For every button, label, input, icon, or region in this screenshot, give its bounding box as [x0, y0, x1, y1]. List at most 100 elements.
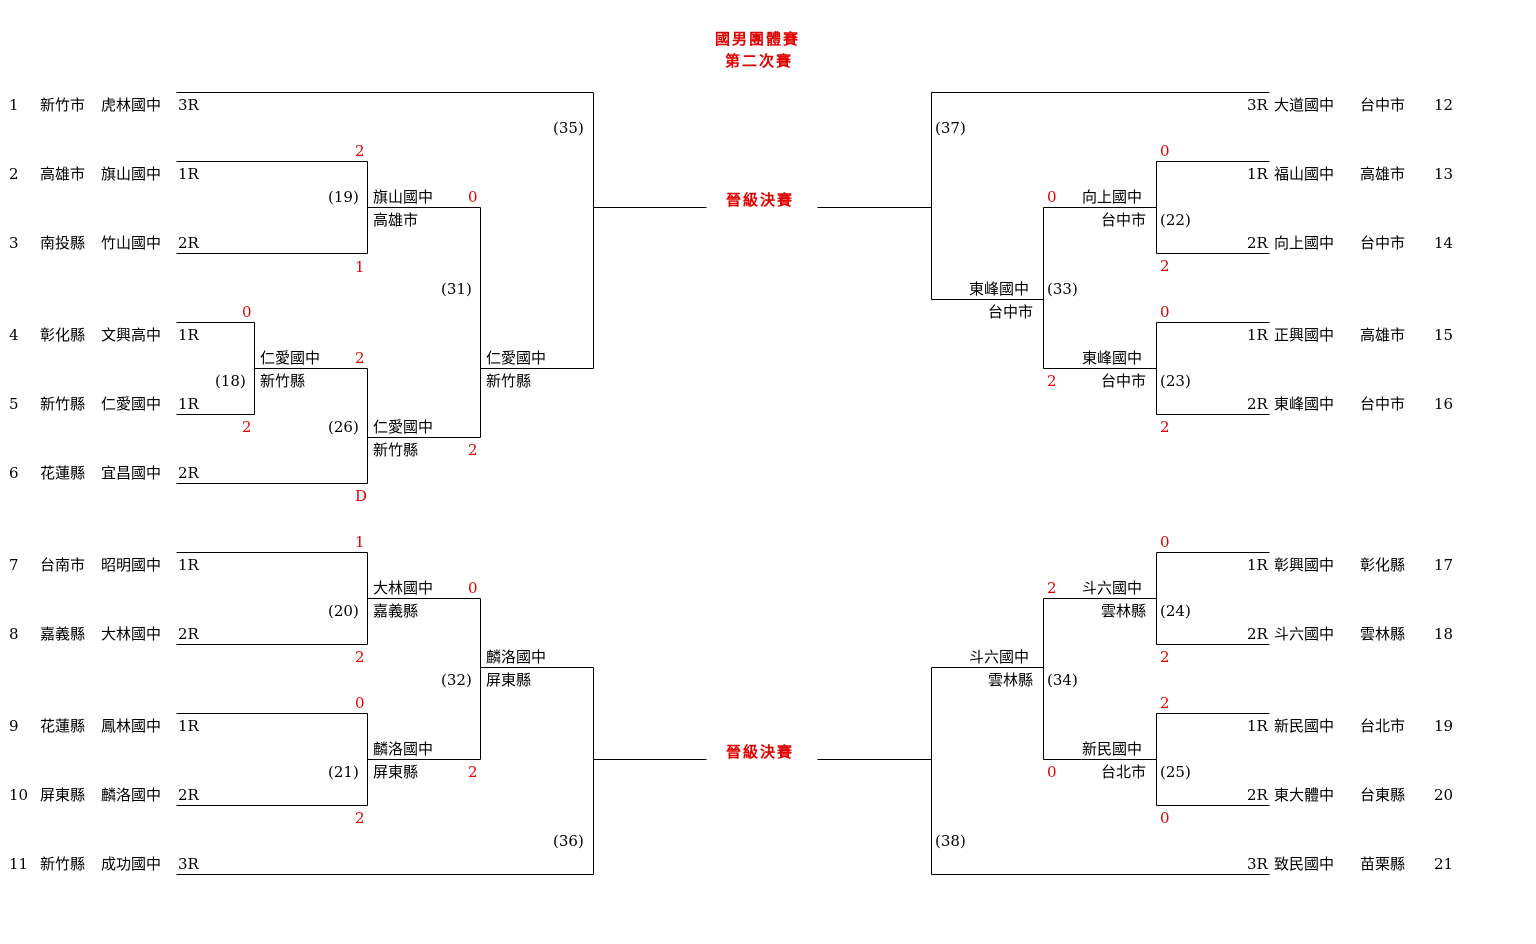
entry-number: 21 [1434, 855, 1454, 873]
match-34: (34) [1047, 671, 1078, 689]
winner-m24-school: 斗六國中 [1082, 579, 1143, 597]
entry-number: 10 [9, 786, 29, 804]
entry-number: 6 [9, 464, 19, 482]
winner-m19-county: 高雄市 [373, 211, 419, 229]
entry-number: 17 [1434, 556, 1454, 574]
winner-m34-school: 斗六國中 [969, 648, 1030, 666]
match-25: (25) [1160, 763, 1191, 781]
entry-seed: 2R [178, 625, 199, 643]
score-m25-bottom: 0 [1160, 809, 1170, 827]
entry-number: 14 [1434, 234, 1454, 252]
entry-number: 4 [9, 326, 19, 344]
entry-seed: 2R [1247, 625, 1268, 643]
match-23: (23) [1160, 372, 1191, 390]
entry-number: 9 [9, 717, 19, 735]
entry-school: 昭明國中 [101, 556, 162, 574]
entry-county: 台東縣 [1360, 786, 1406, 804]
entry-county: 花蓮縣 [40, 464, 86, 482]
page-subtitle: 第二次賽 [725, 52, 794, 70]
entry-county: 新竹縣 [40, 395, 86, 413]
entry-number: 13 [1434, 165, 1454, 183]
entry-county: 台北市 [1360, 717, 1406, 735]
score-m23-top: 0 [1160, 303, 1170, 321]
entry-seed: 2R [178, 464, 199, 482]
entry-seed: 1R [1247, 326, 1268, 344]
winner-m23-school: 東峰國中 [1082, 349, 1143, 367]
entry-school: 文興高中 [101, 326, 162, 344]
entry-seed: 1R [178, 165, 199, 183]
score-m26-bottom: D [355, 487, 368, 505]
winner-m25-school: 新民國中 [1082, 740, 1143, 758]
entry-school: 斗六國中 [1274, 625, 1335, 643]
score-m24-top: 0 [1160, 533, 1170, 551]
winner-m32-county: 屏東縣 [486, 671, 532, 689]
entry-school: 福山國中 [1274, 165, 1335, 183]
match-33: (33) [1047, 280, 1078, 298]
entry-number: 11 [9, 855, 29, 873]
entry-school: 虎林國中 [101, 96, 162, 114]
entry-county: 高雄市 [40, 165, 86, 183]
winner-m24-county: 雲林縣 [1101, 602, 1147, 620]
entry-county: 花蓮縣 [40, 717, 86, 735]
winner-m32-school: 麟洛國中 [486, 648, 547, 666]
final-label-top: 晉級決賽 [726, 191, 795, 209]
final-label-bottom: 晉級決賽 [726, 743, 795, 761]
entry-county: 台中市 [1360, 96, 1406, 114]
entry-county: 南投縣 [40, 234, 86, 252]
score-m31-top: 0 [468, 188, 478, 206]
entry-county: 台南市 [40, 556, 86, 574]
entry-seed: 3R [178, 96, 199, 114]
score-m32-bottom: 2 [468, 763, 478, 781]
score-m34-bottom: 0 [1047, 763, 1057, 781]
entry-seed: 2R [1247, 786, 1268, 804]
entry-number: 20 [1434, 786, 1454, 804]
entry-school: 竹山國中 [101, 234, 162, 252]
score-m20-top: 1 [355, 533, 365, 551]
entry-seed: 1R [1247, 165, 1268, 183]
winner-m21-school: 麟洛國中 [373, 740, 434, 758]
entry-seed: 2R [1247, 234, 1268, 252]
score-m21-bottom: 2 [355, 809, 365, 827]
entry-school: 宜昌國中 [101, 464, 162, 482]
entry-school: 東大體中 [1274, 786, 1335, 804]
match-36: (36) [553, 832, 584, 850]
score-m34-top: 2 [1047, 579, 1057, 597]
entry-county: 台中市 [1360, 395, 1406, 413]
score-m33-bottom: 2 [1047, 372, 1057, 390]
entry-school: 東峰國中 [1274, 395, 1335, 413]
winner-m31-county: 新竹縣 [486, 372, 532, 390]
entry-number: 19 [1434, 717, 1454, 735]
score-m19-top: 2 [355, 142, 365, 160]
score-m18-top: 0 [242, 303, 252, 321]
winner-m19-school: 旗山國中 [373, 188, 434, 206]
winner-m20-county: 嘉義縣 [373, 602, 419, 620]
winner-m22-school: 向上國中 [1082, 188, 1143, 206]
score-m26-top: 2 [355, 349, 365, 367]
entry-number: 5 [9, 395, 19, 413]
entry-school: 彰興國中 [1274, 556, 1335, 574]
match-31: (31) [441, 280, 472, 298]
entry-school: 新民國中 [1274, 717, 1335, 735]
entry-number: 2 [9, 165, 19, 183]
entry-seed: 1R [1247, 556, 1268, 574]
entry-seed: 3R [178, 855, 199, 873]
entry-county: 高雄市 [1360, 165, 1406, 183]
entry-school: 向上國中 [1274, 234, 1335, 252]
entry-county: 高雄市 [1360, 326, 1406, 344]
entry-county: 新竹縣 [40, 855, 86, 873]
score-m25-top: 2 [1160, 694, 1170, 712]
entry-school: 大林國中 [101, 625, 162, 643]
match-20: (20) [328, 602, 359, 620]
winner-m23-county: 台中市 [1101, 372, 1147, 390]
entry-county: 屏東縣 [40, 786, 86, 804]
score-m19-bottom: 1 [355, 258, 365, 276]
entry-number: 1 [9, 96, 19, 114]
entry-seed: 1R [178, 717, 199, 735]
entry-seed: 2R [1247, 395, 1268, 413]
winner-m26-county: 新竹縣 [373, 441, 419, 459]
entry-county: 苗栗縣 [1360, 855, 1406, 873]
entry-school: 成功國中 [101, 855, 162, 873]
entry-number: 3 [9, 234, 19, 252]
winner-m18-school: 仁愛國中 [260, 349, 321, 367]
page-title: 國男團體賽 [715, 30, 801, 48]
